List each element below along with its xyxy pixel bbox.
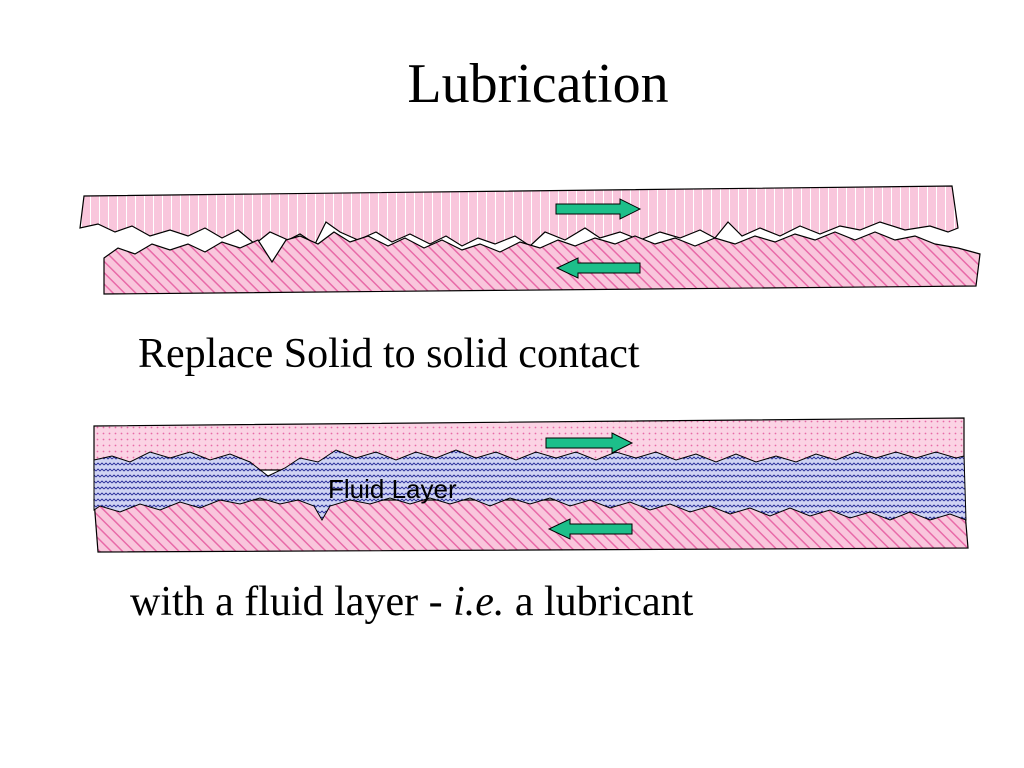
caption-fluid-layer: with a fluid layer - i.e. a lubricant xyxy=(130,578,693,626)
arrow-right-icon xyxy=(555,198,642,220)
lower-solid-body xyxy=(103,231,981,295)
solid-contact-diagram xyxy=(79,185,981,295)
caption-solid-contact: Replace Solid to solid contact xyxy=(138,331,640,377)
fluid-layer-label: Fluid Layer xyxy=(328,474,457,504)
caption-fluid-layer-italic: i.e. xyxy=(453,579,505,625)
arrow-right-icon xyxy=(545,432,634,454)
slide-title: Lubrication xyxy=(407,53,669,115)
upper-solid-body xyxy=(79,185,959,247)
fluid-layer xyxy=(93,449,967,522)
arrow-left-icon xyxy=(547,518,633,540)
caption-fluid-layer-pre: with a fluid layer - xyxy=(130,579,454,625)
fluid-layer-diagram: Fluid Layer xyxy=(93,417,969,553)
caption-fluid-layer-post: a lubricant xyxy=(504,579,694,625)
arrow-left-icon xyxy=(555,257,641,279)
